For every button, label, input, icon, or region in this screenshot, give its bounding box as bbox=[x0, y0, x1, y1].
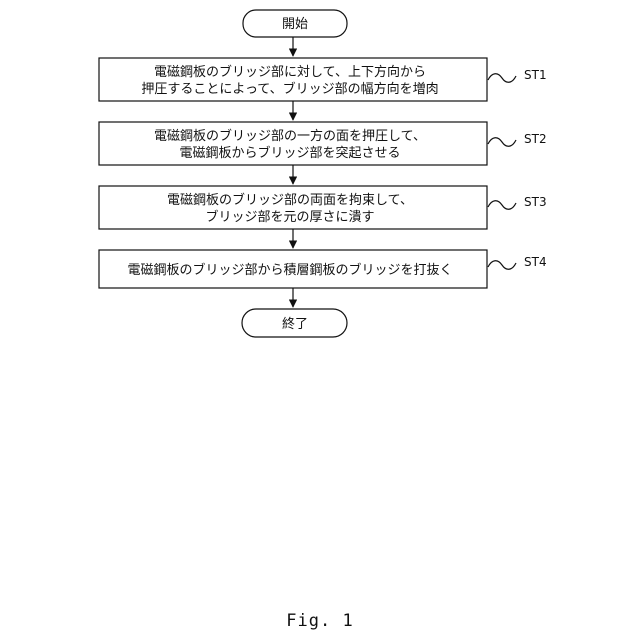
figure-label: Fig. 1 bbox=[286, 611, 353, 631]
st2-leader-squiggle bbox=[488, 138, 516, 147]
process-box-st1: 電磁鋼板のブリッジ部に対して、上下方向から 押圧することによって、ブリッジ部の幅… bbox=[99, 58, 487, 101]
st2-line-1: 電磁鋼板のブリッジ部の一方の面を押圧して、 bbox=[154, 128, 426, 144]
st4-leader-squiggle bbox=[488, 261, 516, 270]
st1-leader-squiggle bbox=[488, 74, 516, 83]
st3-line-2: ブリッジ部を元の厚さに潰す bbox=[205, 209, 374, 225]
st3-line-1: 電磁鋼板のブリッジ部の両面を拘束して、 bbox=[167, 192, 413, 208]
st2-step-id: ST2 bbox=[524, 132, 547, 146]
st4-line-1: 電磁鋼板のブリッジ部から積層鋼板のブリッジを打抜く bbox=[127, 262, 452, 278]
start-label: 開始 bbox=[282, 17, 308, 32]
end-label: 終了 bbox=[282, 316, 308, 332]
start-terminal: 開始 bbox=[243, 10, 347, 37]
st1-line-1: 電磁鋼板のブリッジ部に対して、上下方向から bbox=[154, 64, 426, 80]
st3-step-id: ST3 bbox=[524, 195, 547, 209]
st1-line-2: 押圧することによって、ブリッジ部の幅方向を増肉 bbox=[141, 81, 438, 97]
process-box-st4: 電磁鋼板のブリッジ部から積層鋼板のブリッジを打抜く bbox=[99, 250, 487, 288]
process-box-st2: 電磁鋼板のブリッジ部の一方の面を押圧して、 電磁鋼板からブリッジ部を突起させる bbox=[99, 122, 487, 165]
st4-step-id: ST4 bbox=[524, 255, 547, 269]
end-terminal: 終了 bbox=[242, 309, 347, 337]
st2-line-2: 電磁鋼板からブリッジ部を突起させる bbox=[179, 145, 400, 161]
st1-step-id: ST1 bbox=[524, 68, 547, 82]
process-box-st3: 電磁鋼板のブリッジ部の両面を拘束して、 ブリッジ部を元の厚さに潰す bbox=[99, 186, 487, 229]
st3-leader-squiggle bbox=[488, 201, 516, 210]
